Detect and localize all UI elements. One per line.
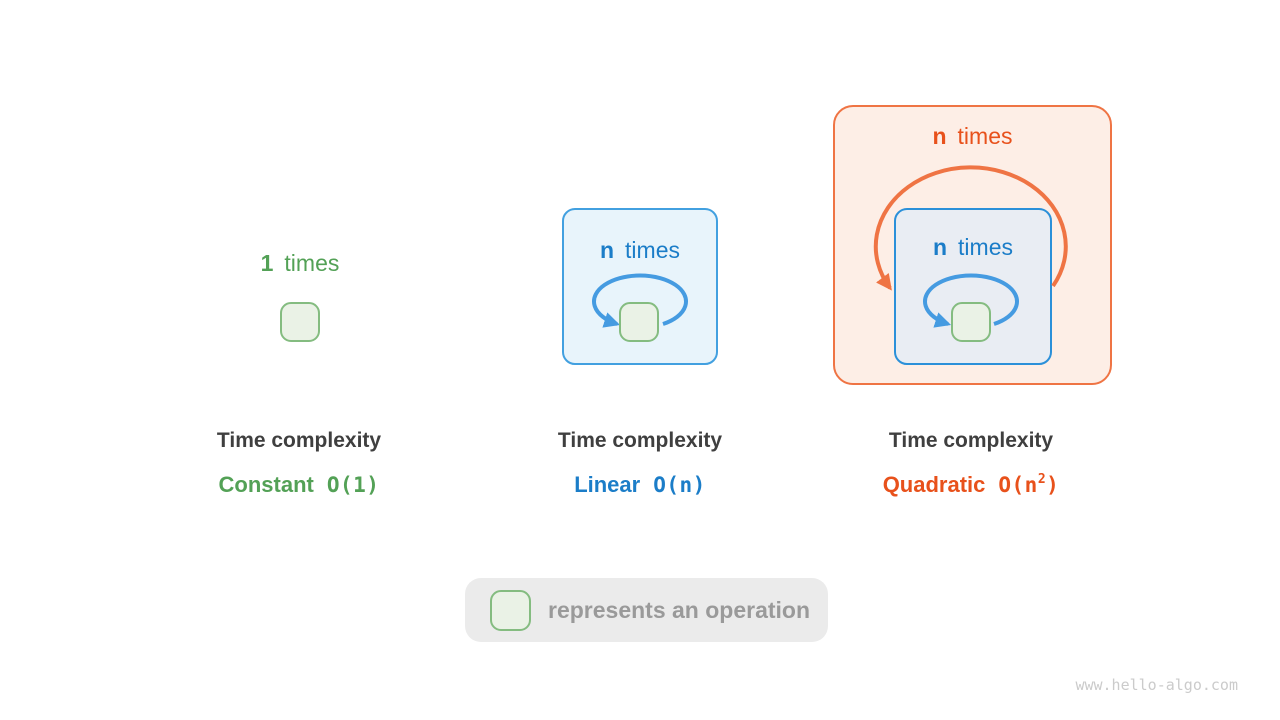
legend-label: represents an operation (548, 596, 811, 623)
operation-square-constant (280, 302, 320, 342)
linear-heading: Time complexity (557, 429, 723, 452)
constant-big-o: O(1) (326, 473, 380, 497)
legend: represents an operation (465, 578, 828, 642)
quadratic-inner-times-word: times (958, 234, 1013, 260)
linear-big-o: O(n) (653, 473, 706, 497)
quadratic-heading: Time complexity (888, 429, 1054, 452)
quadratic-big-o: O(n2) (998, 472, 1060, 497)
linear-count: n (599, 237, 615, 263)
linear-name: Linear (574, 472, 641, 497)
operation-square-legend (490, 589, 531, 631)
quadratic-outer-count: n (932, 123, 947, 149)
constant-complexity-value: Constant O(1) (169, 472, 429, 498)
operation-square-linear (619, 302, 659, 342)
linear-complexity-value: Linear O(n) (510, 472, 770, 498)
quadratic-complexity-value: Quadratic O(n2) (841, 472, 1101, 498)
quadratic-inner-times-label: n times (894, 234, 1052, 261)
watermark: www.hello-algo.com (1075, 676, 1238, 694)
constant-count: 1 (260, 250, 274, 276)
quadratic-outer-times-label: n times (833, 123, 1112, 150)
quadratic-inner-count: n (932, 234, 948, 260)
constant-name: Constant (218, 472, 314, 497)
quadratic-exponent: 2 (1037, 472, 1047, 487)
linear-times-label: n times (562, 237, 718, 264)
operation-square-quadratic (951, 302, 991, 342)
quadratic-outer-times-word: times (957, 123, 1013, 149)
constant-heading: Time complexity (216, 429, 382, 452)
constant-times-label: 1 times (220, 250, 380, 277)
quadratic-name: Quadratic (882, 472, 986, 497)
constant-times-word: times (284, 250, 340, 276)
linear-times-word: times (625, 237, 680, 263)
